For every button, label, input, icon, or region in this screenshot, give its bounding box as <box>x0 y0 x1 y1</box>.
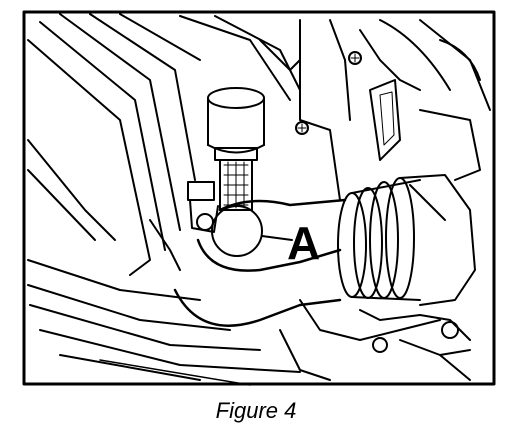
engine-illustration <box>22 10 496 386</box>
figure-border <box>22 10 496 386</box>
callout-label: A <box>287 217 321 269</box>
figure-caption: Figure 4 <box>215 398 297 423</box>
